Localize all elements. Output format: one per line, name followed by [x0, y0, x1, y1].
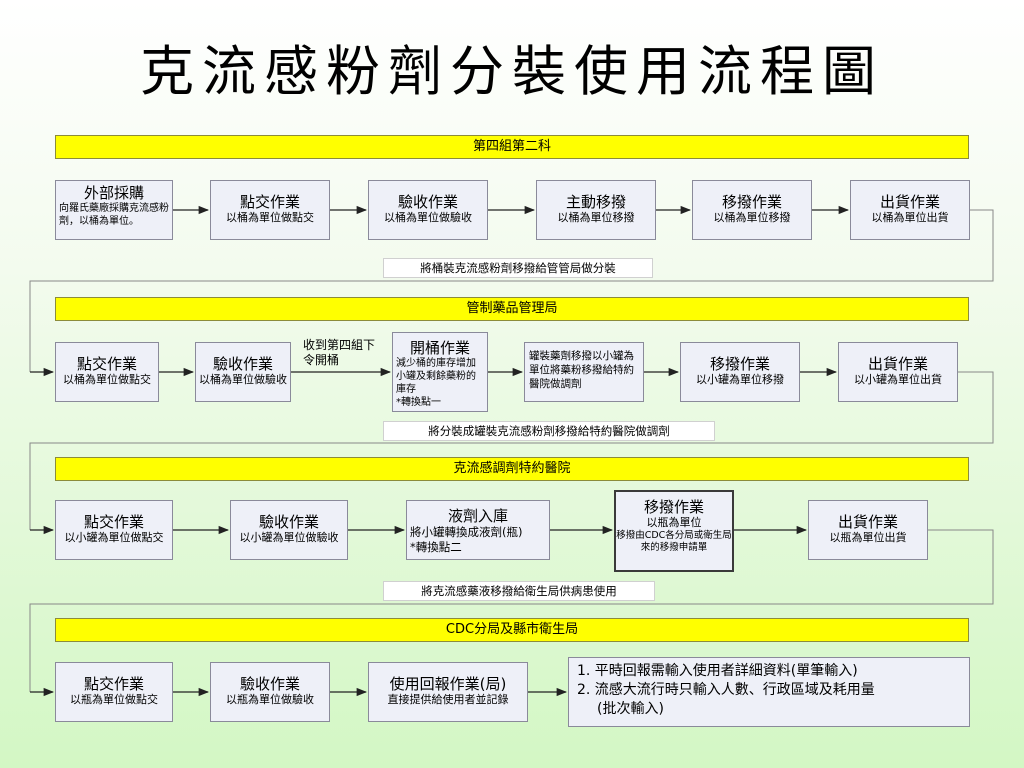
box-s1-inspection: 驗收作業 以桶為單位做驗收 — [368, 180, 488, 240]
box-subtitle: 向羅氏藥廠採購克流感粉劑，以桶為單位。 — [59, 203, 169, 227]
box-subtitle: 以小罐為單位移撥 — [696, 373, 784, 386]
box-subtitle: 以小罐為單位出貨 — [854, 373, 942, 386]
box-subtitle: 以桶為單位做點交 — [63, 373, 151, 386]
box-s4-inspection: 驗收作業 以瓶為單位做驗收 — [210, 662, 330, 722]
box-subtitle: 以桶為單位移撥 — [713, 211, 791, 224]
box-subtitle: 以瓶為單位做驗收 — [226, 693, 314, 706]
note-section-3: 將克流感藥液移撥給衛生局供病患使用 — [383, 581, 655, 601]
box-s3-liquid-storage: 液劑入庫 將小罐轉換成液劑(瓶) *轉換點二 — [406, 500, 550, 560]
box-s3-shipping: 出貨作業 以瓶為單位出貨 — [808, 500, 928, 560]
box-s1-handover: 點交作業 以桶為單位做點交 — [210, 180, 330, 240]
box-subtitle: 直接提供給使用者並記錄 — [387, 693, 509, 706]
box-subtitle: 以瓶為單位 — [646, 516, 702, 529]
box-title: 外部採購 — [83, 184, 144, 202]
box-title: 點交作業 — [83, 675, 144, 693]
page-title: 克流感粉劑分裝使用流程圖 — [140, 40, 884, 103]
box-subtitle: 將小罐轉換成液劑(瓶) — [410, 525, 523, 539]
report-note-2: 2. 流感大流行時只輸入人數、行政區域及耗用量 — [577, 682, 875, 698]
box-title: 移撥作業 — [709, 355, 770, 373]
box-s1-transfer: 移撥作業 以桶為單位移撥 — [692, 180, 812, 240]
box-title: 驗收作業 — [212, 355, 273, 373]
box-s2-shipping: 出貨作業 以小罐為單位出貨 — [838, 342, 958, 402]
box-subtitle: 罐裝藥劑移撥以小罐為單位將藥粉移撥給特約醫院做調劑 — [529, 350, 634, 390]
box-title: 點交作業 — [83, 513, 144, 531]
box-s4-usage-report: 使用回報作業(局) 直接提供給使用者並記錄 — [368, 662, 528, 722]
box-title: 出貨作業 — [837, 513, 898, 531]
box-s2-transfer: 移撥作業 以小罐為單位移撥 — [680, 342, 800, 402]
box-s1-active-transfer: 主動移撥 以桶為單位移撥 — [536, 180, 656, 240]
box-s3-transfer: 移撥作業 以瓶為單位 移撥由CDC各分局或衛生局來的移撥申請單 — [614, 490, 734, 572]
box-subtitle: 以桶為單位做驗收 — [384, 211, 472, 224]
report-note-1: 1. 平時回報需輸入使用者詳細資料(單筆輸入) — [577, 663, 858, 679]
return-s2-s3 — [29, 371, 994, 530]
box-subtitle: 以桶為單位做點交 — [226, 211, 314, 224]
box-title: 液劑入庫 — [447, 507, 508, 525]
note-section-2: 將分裝成罐裝克流感粉劑移撥給特約醫院做調劑 — [383, 421, 715, 441]
box-title: 驗收作業 — [239, 675, 300, 693]
box-s2-can-transfer: 罐裝藥劑移撥以小罐為單位將藥粉移撥給特約醫院做調劑 — [524, 342, 644, 402]
box-title: 出貨作業 — [879, 193, 940, 211]
box-title: 移撥作業 — [643, 498, 704, 516]
box-s2-inspection: 驗收作業 以桶為單位做驗收 — [195, 342, 291, 402]
return-s1-s2 — [29, 209, 994, 372]
box-subtitle: 以桶為單位移撥 — [557, 211, 635, 224]
box-subtitle: 以桶為單位出貨 — [871, 211, 949, 224]
box-title: 驗收作業 — [397, 193, 458, 211]
box-subtitle: 以瓶為單位出貨 — [829, 531, 907, 544]
box-subtitle: 以小罐為單位做驗收 — [239, 531, 339, 544]
box-title: 移撥作業 — [721, 193, 782, 211]
report-note-3: (批次輸入) — [597, 701, 664, 717]
conversion-mark: *轉換點一 — [396, 397, 441, 408]
box-detail: 移撥由CDC各分局或衛生局來的移撥申請單 — [616, 530, 732, 553]
band-section-2: 管制藥品管理局 — [55, 297, 969, 321]
box-subtitle: 以小罐為單位做點交 — [64, 531, 164, 544]
box-title: 點交作業 — [76, 355, 137, 373]
box-s2-open-barrel: 開桶作業 減少桶的庫存增加小罐及剩餘藥粉的庫存 *轉換點一 — [392, 332, 488, 412]
box-s3-inspection: 驗收作業 以小罐為單位做驗收 — [230, 500, 348, 560]
box-title: 驗收作業 — [258, 513, 319, 531]
box-subtitle: 以瓶為單位做點交 — [70, 693, 158, 706]
box-title: 點交作業 — [239, 193, 300, 211]
band-section-3: 克流感調劑特約醫院 — [55, 457, 969, 481]
label-open-order: 收到第四組下令開桶 — [303, 338, 376, 367]
return-s3-s4 — [29, 529, 994, 692]
box-title: 主動移撥 — [565, 193, 626, 211]
box-subtitle: 以桶為單位做驗收 — [199, 373, 287, 386]
box-title: 出貨作業 — [867, 355, 928, 373]
box-s4-report-notes: 1. 平時回報需輸入使用者詳細資料(單筆輸入) 2. 流感大流行時只輸入人數、行… — [568, 657, 970, 727]
band-section-1: 第四組第二科 — [55, 135, 969, 159]
conversion-mark: *轉換點二 — [410, 540, 462, 554]
box-s1-purchase: 外部採購 向羅氏藥廠採購克流感粉劑，以桶為單位。 — [55, 180, 173, 240]
box-s1-shipping: 出貨作業 以桶為單位出貨 — [850, 180, 970, 240]
box-s4-handover: 點交作業 以瓶為單位做點交 — [55, 662, 173, 722]
box-title: 使用回報作業(局) — [389, 675, 507, 693]
box-subtitle: 減少桶的庫存增加小罐及剩餘藥粉的庫存 — [396, 358, 476, 395]
note-section-1: 將桶裝克流感粉劑移撥給管管局做分裝 — [383, 258, 653, 278]
box-s3-handover: 點交作業 以小罐為單位做點交 — [55, 500, 173, 560]
band-section-4: CDC分局及縣市衛生局 — [55, 618, 969, 642]
box-title: 開桶作業 — [409, 339, 470, 357]
box-s2-handover: 點交作業 以桶為單位做點交 — [55, 342, 159, 402]
